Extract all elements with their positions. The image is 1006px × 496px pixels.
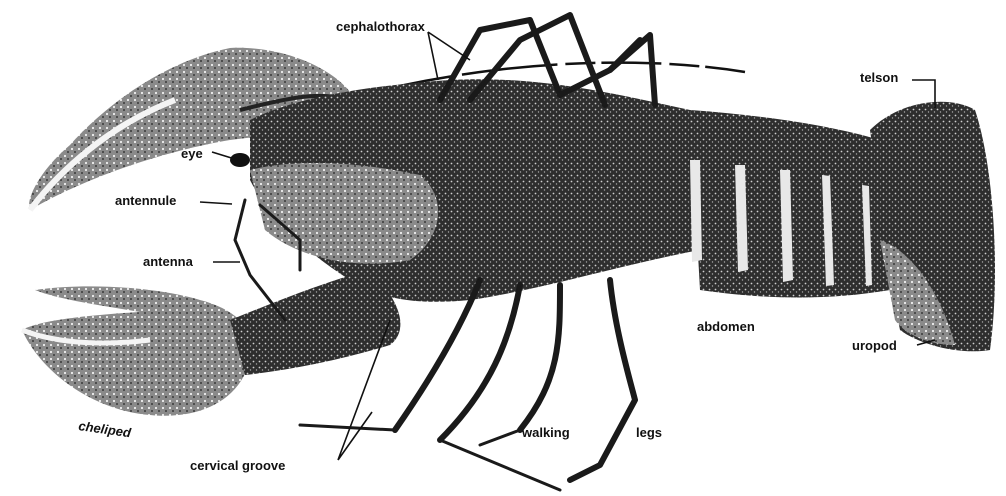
eye-shape: [230, 153, 250, 167]
label-telson: telson: [860, 70, 898, 85]
label-legs: legs: [636, 425, 662, 440]
head-region: [250, 163, 438, 264]
leader-cephalothorax: [428, 32, 470, 80]
leader-antennule: [200, 202, 232, 204]
label-walking: walking: [521, 425, 570, 440]
label-abdomen: abdomen: [697, 319, 755, 334]
label-antenna: antenna: [143, 254, 194, 269]
label-uropod: uropod: [852, 338, 897, 353]
label-antennule: antennule: [115, 193, 176, 208]
label-cheliped: cheliped: [78, 418, 133, 440]
label-cervical-groove: cervical groove: [190, 458, 285, 473]
label-eye: eye: [181, 146, 203, 161]
label-cephalothorax: cephalothorax: [336, 19, 426, 34]
lower-claw: [22, 286, 253, 415]
